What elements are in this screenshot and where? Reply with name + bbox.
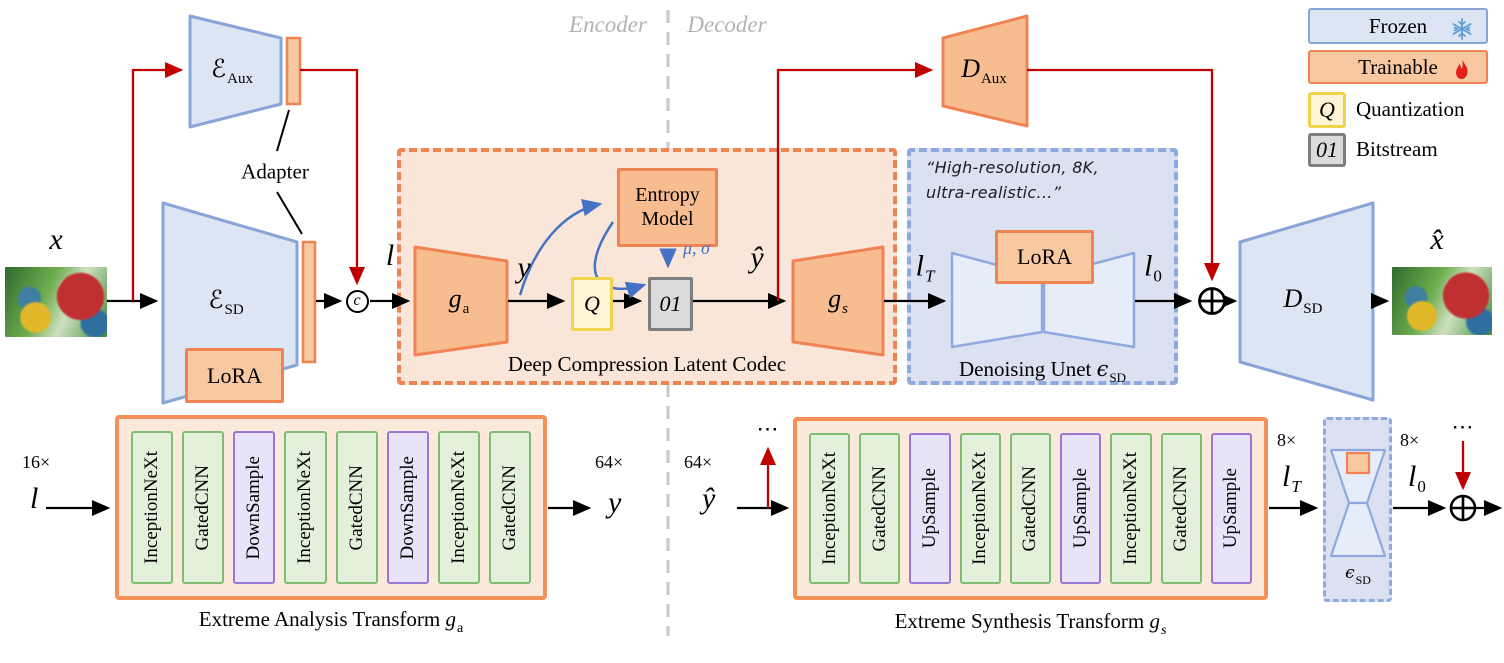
analysis-in-scale: 16× bbox=[22, 452, 51, 472]
mu-sigma-label: μ, σ bbox=[683, 238, 710, 258]
lt-bottom-label: lT bbox=[1282, 460, 1301, 496]
synthesis-block: GatedCNN bbox=[1160, 433, 1202, 584]
lt-label: lT bbox=[915, 249, 935, 286]
prompt-text: “High-resolution, 8K, ultra-realistic...… bbox=[926, 158, 1099, 202]
lt-scale: 8× bbox=[1277, 430, 1297, 450]
synthesis-block: GatedCNN bbox=[859, 433, 901, 584]
lora-box-encoder: LoRA bbox=[185, 348, 284, 403]
analysis-block: GatedCNN bbox=[488, 431, 531, 584]
analysis-block: InceptionNeXt bbox=[437, 431, 480, 584]
synthesis-title: Extreme Synthesis Transform gs bbox=[894, 609, 1167, 638]
aux-red-paths bbox=[131, 61, 1472, 508]
bitstream-box: 01 bbox=[648, 277, 693, 331]
concat-icon: c bbox=[345, 289, 369, 313]
l0-bottom-label: l0 bbox=[1408, 460, 1426, 496]
e-aux-label: ℰAux bbox=[211, 54, 253, 87]
adapter-label: Adapter bbox=[241, 159, 309, 184]
unet-title: Denoising Unet ϵSD bbox=[958, 357, 1127, 385]
analysis-out-scale: 64× bbox=[595, 452, 624, 472]
gs-label: gs bbox=[828, 284, 848, 317]
y-hat-label: ŷ bbox=[750, 241, 764, 274]
add-icon bbox=[1198, 287, 1226, 315]
synthesis-block: UpSample bbox=[1210, 433, 1252, 584]
adapter-pointer bbox=[276, 109, 290, 152]
analysis-block: DownSample bbox=[233, 431, 276, 584]
quantization-legend-chip: Q bbox=[1308, 92, 1346, 128]
condition-dots: ⋯ bbox=[756, 416, 780, 441]
synthesis-block: UpSample bbox=[909, 433, 951, 584]
quantization-box: Q bbox=[571, 277, 613, 331]
adapter-bar-aux bbox=[285, 36, 302, 106]
ga-shape bbox=[413, 245, 509, 357]
ga-label: ga bbox=[448, 284, 470, 317]
d-sd-shape bbox=[1238, 201, 1375, 402]
lora-box-unet: LoRA bbox=[995, 230, 1094, 284]
synthesis-in-scale: 64× bbox=[684, 452, 713, 472]
analysis-title: Extreme Analysis Transform ga bbox=[198, 607, 464, 636]
input-symbol-x: x bbox=[49, 223, 63, 256]
synthesis-block: InceptionNeXt bbox=[1110, 433, 1152, 584]
e-aux-shape bbox=[188, 14, 283, 129]
y-label: y bbox=[517, 251, 531, 284]
quantization-legend-label: Quantization bbox=[1356, 97, 1465, 121]
epsilon-sd-shape bbox=[1329, 448, 1387, 558]
analysis-block: InceptionNeXt bbox=[131, 431, 174, 584]
synthesis-block: GatedCNN bbox=[1009, 433, 1052, 584]
epsilon-lora-chip bbox=[1345, 451, 1371, 475]
synthesis-transform-box: InceptionNeXt GatedCNN UpSample Inceptio… bbox=[793, 417, 1268, 600]
input-image bbox=[5, 267, 107, 337]
epsilon-sd-label: ϵSD bbox=[1345, 563, 1371, 587]
trainable-chip: Trainable bbox=[1308, 50, 1488, 84]
aux-dots: ⋯ bbox=[1451, 414, 1475, 439]
analysis-block: GatedCNN bbox=[182, 431, 225, 584]
output-symbol-x-hat: x̂ bbox=[1430, 223, 1444, 256]
bitstream-legend-chip: 01 bbox=[1308, 133, 1346, 167]
synthesis-block: UpSample bbox=[1060, 433, 1102, 584]
analysis-block: InceptionNeXt bbox=[284, 431, 327, 584]
snowflake-icon bbox=[1452, 18, 1472, 40]
analysis-transform-box: InceptionNeXt GatedCNN DownSample Incept… bbox=[115, 415, 547, 600]
gs-shape bbox=[791, 245, 885, 357]
flame-icon bbox=[1456, 58, 1468, 79]
e-sd-label: ℰSD bbox=[208, 285, 244, 318]
add-icon bbox=[1449, 494, 1477, 522]
adapter-pointer bbox=[276, 191, 303, 235]
l0-label: l0 bbox=[1144, 249, 1162, 286]
analysis-block: GatedCNN bbox=[335, 431, 378, 584]
codec-title: Deep Compression Latent Codec bbox=[507, 352, 787, 376]
analysis-out-symbol: y bbox=[608, 486, 622, 519]
synthesis-block: InceptionNeXt bbox=[959, 433, 1001, 584]
bitstream-legend-label: Bitstream bbox=[1356, 137, 1438, 161]
synthesis-in-symbol: ŷ bbox=[702, 482, 716, 515]
d-aux-label: DAux bbox=[961, 54, 1007, 87]
frozen-chip: Frozen bbox=[1308, 8, 1488, 44]
synthesis-block: InceptionNeXt bbox=[809, 433, 851, 584]
latent-l-label: l bbox=[385, 239, 395, 272]
black-arrows bbox=[46, 292, 1503, 517]
d-aux-shape bbox=[941, 14, 1029, 128]
output-image bbox=[1392, 267, 1492, 335]
d-sd-label: DSD bbox=[1283, 284, 1323, 317]
l0-scale: 8× bbox=[1400, 430, 1420, 450]
analysis-in-symbol: l bbox=[30, 482, 39, 515]
adapter-bar-sd bbox=[301, 240, 317, 364]
analysis-block: DownSample bbox=[386, 431, 429, 584]
